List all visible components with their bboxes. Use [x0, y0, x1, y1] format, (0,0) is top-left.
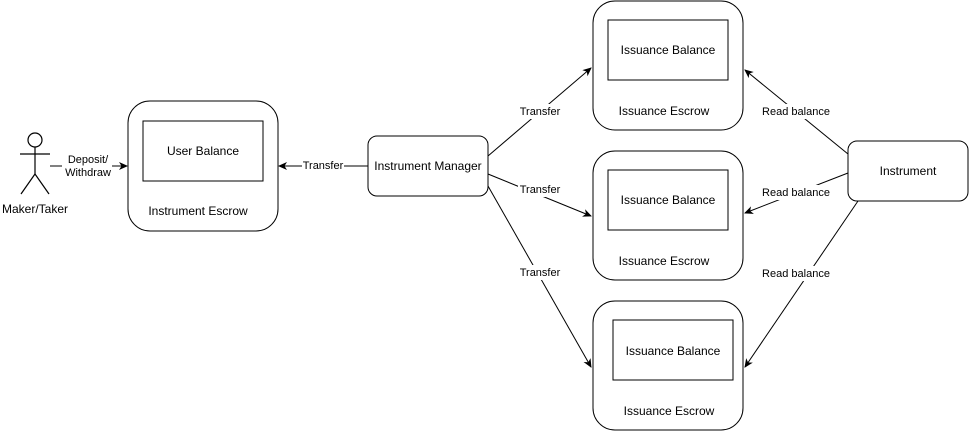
edge-label-read-balance-1: Read balance [762, 106, 830, 118]
issuance-balance-label-3: Issuance Balance [626, 344, 721, 358]
edge-label-bg [302, 158, 344, 173]
edge-label-bg [760, 266, 832, 281]
user-balance-node [142, 120, 264, 182]
issuance-escrow-label-3: Issuance Escrow [624, 404, 715, 418]
edge-label-read-balance-3: Read balance [762, 268, 830, 280]
instrument-node [847, 140, 969, 202]
user-balance-label: User Balance [167, 144, 239, 158]
issuance-escrow-label-1: Issuance Escrow [619, 104, 710, 118]
edge-label-transfer-3: Transfer [520, 267, 561, 279]
actor-maker-taker [20, 132, 50, 195]
instrument-label: Instrument [880, 164, 937, 178]
edge-label-read-balance-2: Read balance [762, 187, 830, 199]
edge-label-transfer-1: Transfer [520, 106, 561, 118]
issuance-balance-node-2 [607, 169, 729, 231]
issuance-balance-node-1 [607, 19, 729, 81]
edge-label-bg [760, 185, 832, 200]
instrument-manager-node [367, 135, 489, 197]
edge-label-deposit: Deposit/ [68, 154, 109, 166]
edge-label-transfer: Transfer [303, 160, 344, 172]
edge-label-bg [760, 104, 832, 119]
issuance-balance-label-2: Issuance Balance [621, 193, 716, 207]
instrument-manager-label: Instrument Manager [374, 159, 481, 173]
edge-label-bg [62, 152, 112, 180]
actor-left-leg [20, 173, 36, 195]
actor-label: Maker/Taker [2, 202, 68, 216]
instrument-escrow-label: Instrument Escrow [148, 204, 248, 218]
edge-instrument-to-issuance-3 [744, 200, 859, 368]
edge-label-bg [518, 265, 562, 280]
issuance-balance-node-3 [612, 319, 734, 381]
actor-head [27, 132, 43, 148]
issuance-escrow-label-2: Issuance Escrow [619, 254, 710, 268]
edge-label-transfer-2: Transfer [520, 184, 561, 196]
edge-label-bg [518, 182, 562, 197]
actor-right-leg [34, 173, 50, 195]
issuance-balance-label-1: Issuance Balance [621, 43, 716, 57]
edge-label-withdraw: Withdraw [65, 167, 111, 179]
edge-label-bg [518, 104, 562, 119]
